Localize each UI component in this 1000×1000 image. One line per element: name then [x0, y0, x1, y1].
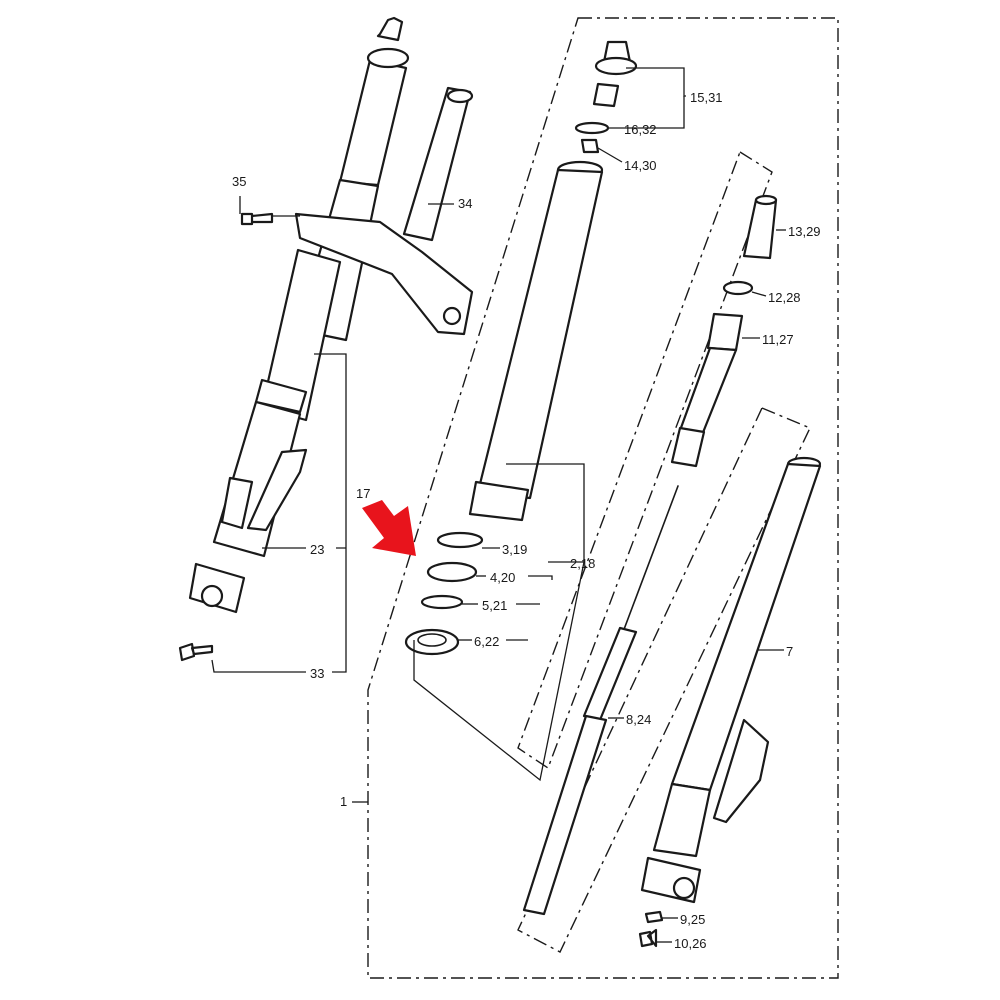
callout-10-26: 10,26	[674, 936, 707, 951]
assembly-frames	[367, 17, 839, 979]
steering-stem-top	[446, 88, 474, 104]
callout-2-18: 2,18	[570, 556, 595, 571]
dust-seal-part-6	[404, 628, 460, 656]
bolt-part-10	[638, 928, 658, 948]
leader-lines	[211, 67, 786, 943]
callout-6-22: 6,22	[474, 634, 499, 649]
callout-11-27: 11,27	[762, 332, 794, 347]
outer-tube-lower	[652, 782, 712, 858]
spacer-tube	[676, 346, 738, 442]
exploded-parts-center	[362, 40, 638, 656]
damper-rod-thin	[619, 485, 679, 641]
inner-tube-part-2	[476, 168, 604, 500]
leader-35	[239, 196, 300, 217]
callout-33: 33	[310, 666, 324, 681]
leader-17	[314, 353, 347, 673]
callout-16-32: 16,32	[624, 122, 657, 137]
left-fork-tube	[338, 58, 408, 187]
main-assembly-frame	[367, 17, 839, 979]
callout-labels: 15,31 16,32 14,30 13,29 12,28 11,27 7 8,…	[232, 90, 821, 951]
left-fork-axle-hole	[200, 584, 224, 608]
left-fork-seal-ring	[254, 378, 308, 414]
collar-top	[754, 194, 778, 206]
oil-seal-part-4	[426, 561, 478, 583]
inner-tube-frame	[517, 150, 773, 770]
callout-5-21: 5,21	[482, 598, 507, 613]
left-fork-cap	[376, 16, 404, 42]
callout-3-19: 3,19	[502, 542, 527, 557]
cap-bolt-flange	[594, 56, 638, 76]
bolt-33	[178, 642, 214, 662]
callout-1: 1	[340, 794, 347, 809]
dust-seal-inner	[417, 633, 447, 647]
o-ring-part-16	[574, 121, 610, 135]
washer-part-3	[436, 531, 484, 549]
assembled-fork-left	[178, 16, 474, 662]
leader-33	[211, 659, 306, 673]
spring-seat-part-12	[722, 280, 754, 296]
nut-part-14	[580, 138, 600, 154]
left-fork-caliper-mount	[220, 476, 254, 530]
under-bracket	[294, 212, 474, 336]
highlight-arrow	[362, 500, 416, 556]
steering-stem	[402, 86, 472, 242]
left-fork-bracket	[246, 448, 308, 532]
callout-34: 34	[458, 196, 472, 211]
collar-part-13	[742, 198, 778, 260]
leader-2-18	[413, 463, 585, 782]
under-bracket-hole	[442, 306, 462, 326]
cap-bolt-stem	[592, 82, 620, 108]
leader-14-30	[597, 147, 623, 163]
callout-8-24: 8,24	[626, 712, 651, 727]
outer-tube-frame	[517, 407, 811, 953]
callout-13-29: 13,29	[788, 224, 821, 239]
damper-rod-part-8	[582, 626, 638, 722]
leader-16-32	[608, 96, 685, 129]
clip-part-5	[420, 594, 464, 610]
left-fork-outer-tube	[260, 248, 342, 422]
fork-spring	[670, 426, 706, 468]
outer-tube-bracket	[712, 718, 770, 824]
callout-9-25: 9,25	[680, 912, 705, 927]
bolt-35	[240, 212, 274, 226]
outer-tube-axle-hole	[672, 876, 696, 900]
callout-35: 35	[232, 174, 246, 189]
leader-15-31	[626, 67, 686, 97]
callout-7: 7	[786, 644, 793, 659]
callout-4-20: 4,20	[490, 570, 515, 585]
leader-4-20-b	[528, 575, 553, 580]
damper-rod-lower	[522, 714, 608, 916]
leader-12-28	[751, 291, 767, 297]
callout-15-31: 15,31	[690, 90, 723, 105]
spring-part-11	[706, 312, 744, 352]
left-fork-top	[366, 47, 410, 69]
callout-14-30: 14,30	[624, 158, 657, 173]
exploded-parts-right	[522, 194, 822, 948]
screw-part-9	[644, 910, 664, 924]
inner-tube-bushing	[468, 480, 530, 522]
callout-23: 23	[310, 542, 324, 557]
callout-12-28: 12,28	[768, 290, 801, 305]
callout-17: 17	[356, 486, 370, 501]
